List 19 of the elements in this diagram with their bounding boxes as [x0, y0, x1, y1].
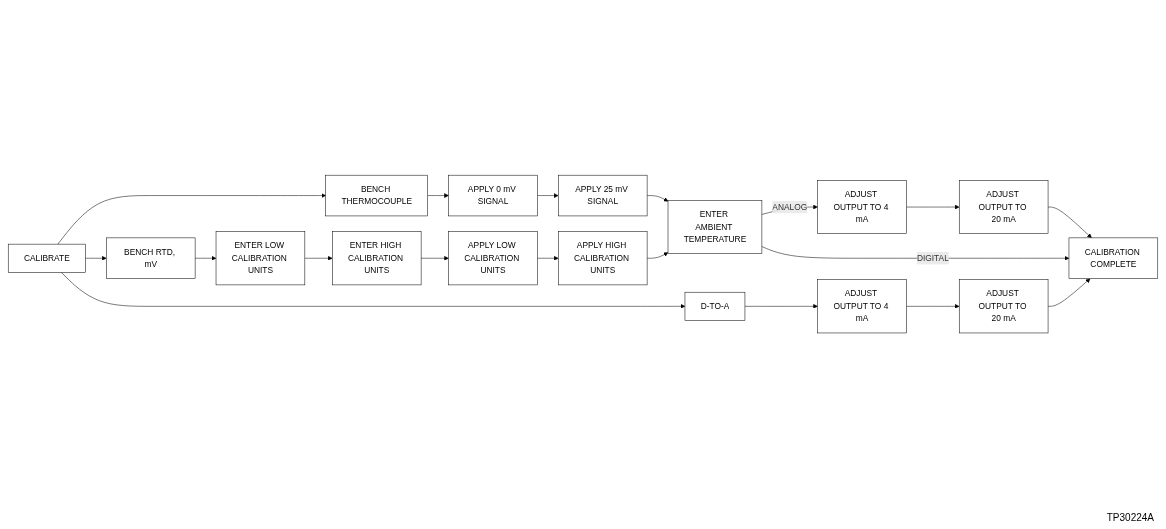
node-box: ADJUST OUTPUT TO 20 mA	[959, 279, 1049, 334]
edge-label: DIGITAL	[916, 253, 949, 263]
node-box: CALIBRATE	[7, 244, 86, 274]
node-box: ADJUST OUTPUT TO 4 mA	[817, 180, 907, 235]
figure-code: TP30224A	[1106, 512, 1154, 523]
node-box: CALIBRATION COMPLETE	[1068, 238, 1159, 280]
node-box: D-TO-A	[684, 292, 746, 322]
node-box: ENTER HIGH CALIBRATION UNITS	[332, 231, 422, 286]
node-box: BENCH THERMOCOUPLE	[325, 175, 428, 217]
node-box: ADJUST OUTPUT TO 4 mA	[817, 279, 907, 334]
node-box: BENCH RTD, mV	[106, 238, 196, 280]
node-box: APPLY LOW CALIBRATION UNITS	[448, 231, 538, 286]
node-box: ADJUST OUTPUT TO 20 mA	[959, 180, 1049, 235]
node-box: APPLY 25 mV SIGNAL	[558, 175, 648, 217]
node-box: ENTER AMBIENT TEMPERATURE	[667, 200, 763, 255]
edge-label: ANALOG	[772, 202, 808, 212]
node-box: APPLY HIGH CALIBRATION UNITS	[558, 231, 648, 286]
node-box: ENTER LOW CALIBRATION UNITS	[215, 231, 306, 286]
node-box: APPLY 0 mV SIGNAL	[448, 175, 538, 217]
